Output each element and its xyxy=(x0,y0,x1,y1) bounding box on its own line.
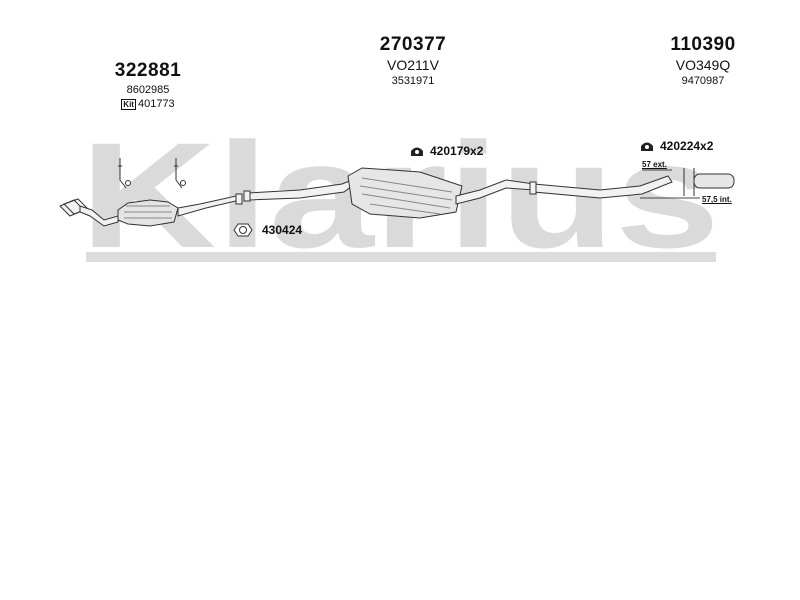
gasket-callout-label: 430424 xyxy=(262,223,303,237)
part-number: 322881 xyxy=(114,60,182,81)
part-block-front: 322881 8602985 Kit 401773 xyxy=(98,60,198,110)
part-code: VO349Q xyxy=(675,57,731,73)
dimension-int-label: 57,5 int. xyxy=(702,195,732,204)
part-reference: 9470987 xyxy=(681,75,725,87)
part-reference: 8602985 xyxy=(126,84,170,96)
mount-callout-rear: 420224x2 xyxy=(640,139,713,153)
part-block-middle: 270377 VO211V 3531971 xyxy=(358,34,468,87)
gasket-icon xyxy=(233,223,253,237)
front-section-drawing xyxy=(59,158,243,227)
mount-callout-middle: 420179x2 xyxy=(410,144,483,158)
gasket-callout: 430424 xyxy=(262,223,302,237)
part-reference: 3531971 xyxy=(391,75,435,87)
rubber-mount-icon xyxy=(411,147,423,156)
kit-row: Kit 401773 xyxy=(98,98,198,110)
rubber-mount-icon xyxy=(641,142,653,151)
watermark-bar xyxy=(86,252,716,262)
part-number: 110390 xyxy=(670,34,736,55)
mount-callout-label: 420224x2 xyxy=(660,139,714,153)
part-block-rear: 110390 VO349Q 9470987 xyxy=(648,34,758,87)
dimension-ext-label: 57 ext. xyxy=(642,160,667,169)
part-code: VO211V xyxy=(387,57,439,73)
middle-section-drawing xyxy=(243,167,535,219)
kit-reference: 401773 xyxy=(137,98,175,110)
kit-badge: Kit xyxy=(121,98,136,110)
part-number: 270377 xyxy=(379,34,447,55)
mount-callout-label: 420179x2 xyxy=(430,144,484,158)
rear-section-drawing xyxy=(529,168,735,199)
